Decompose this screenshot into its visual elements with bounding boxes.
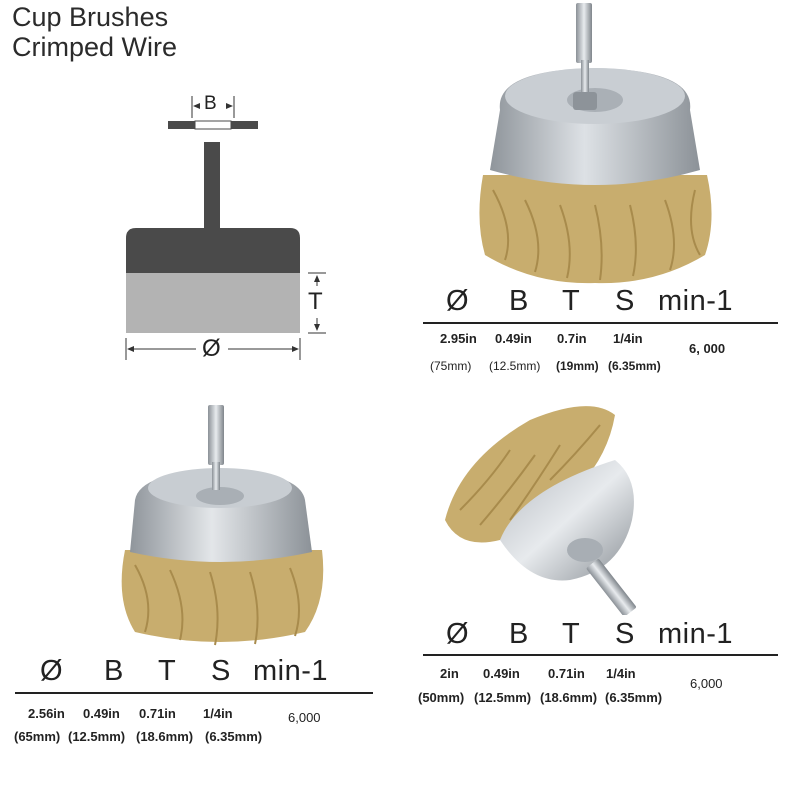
value-b: 0.49in [83, 706, 120, 721]
header-diameter: Ø [446, 618, 470, 650]
value-diameter: 2in [440, 666, 459, 681]
value-diameter-mm: (75mm) [430, 359, 472, 373]
value-diameter-mm: (50mm) [418, 690, 465, 705]
brush-illustration [121, 405, 324, 646]
header-rule [15, 692, 373, 694]
header-rule [423, 322, 778, 324]
shank-top-gap [194, 120, 232, 130]
wire-section [126, 273, 300, 333]
header-t: T [562, 618, 581, 650]
value-rpm: 6,000 [288, 710, 321, 725]
value-b-mm: (12.5mm) [489, 359, 541, 373]
product-image-large-brush [455, 0, 735, 285]
header-t: T [562, 285, 581, 317]
value-t: 0.71in [139, 706, 176, 721]
title-line-2: Crimped Wire [12, 32, 178, 62]
header-s: S [211, 655, 231, 687]
value-diameter: 2.95in [440, 331, 477, 346]
label-t: T [308, 288, 323, 315]
header-rule [423, 654, 778, 656]
cup-body [126, 228, 300, 273]
value-t-mm: (18.6mm) [540, 690, 598, 705]
header-diameter: Ø [446, 285, 470, 317]
value-rpm: 6, 000 [689, 341, 726, 356]
label-diameter: Ø [202, 335, 221, 362]
value-rpm: 6,000 [690, 676, 723, 691]
value-b: 0.49in [495, 331, 532, 346]
value-s-mm: (6.35mm) [205, 729, 263, 744]
value-s-mm: (6.35mm) [605, 690, 663, 705]
value-diameter: 2.56in [28, 706, 65, 721]
value-s-mm: (6.35mm) [608, 359, 661, 373]
value-b-mm: (12.5mm) [474, 690, 532, 705]
value-t-mm: (19mm) [556, 359, 599, 373]
header-s: S [615, 618, 635, 650]
header-diameter: Ø [40, 655, 64, 687]
page-title: Cup Brushes Crimped Wire [12, 2, 177, 62]
value-diameter-mm: (65mm) [14, 729, 61, 744]
header-rpm: min-1 [658, 618, 734, 650]
value-t-mm: (18.6mm) [136, 729, 194, 744]
value-s: 1/4in [613, 331, 643, 346]
value-t: 0.7in [557, 331, 587, 346]
header-b: B [104, 655, 124, 687]
label-b: B [204, 93, 217, 114]
title-line-1: Cup Brushes [12, 2, 169, 32]
value-b: 0.49in [483, 666, 520, 681]
value-t: 0.71in [548, 666, 585, 681]
value-s: 1/4in [203, 706, 233, 721]
header-s: S [615, 285, 635, 317]
header-b: B [509, 285, 529, 317]
brush-illustration [479, 3, 712, 284]
product-image-medium-brush [100, 400, 360, 650]
brush-illustration [445, 406, 636, 617]
product-image-small-brush [440, 400, 660, 617]
dimension-diagram: B T Ø [100, 90, 340, 370]
header-t: T [158, 655, 177, 687]
diagram-drawing [125, 96, 326, 360]
value-s: 1/4in [606, 666, 636, 681]
header-rpm: min-1 [658, 285, 734, 317]
header-rpm: min-1 [253, 655, 329, 687]
value-b-mm: (12.5mm) [68, 729, 126, 744]
header-b: B [509, 618, 529, 650]
shank [204, 142, 220, 232]
